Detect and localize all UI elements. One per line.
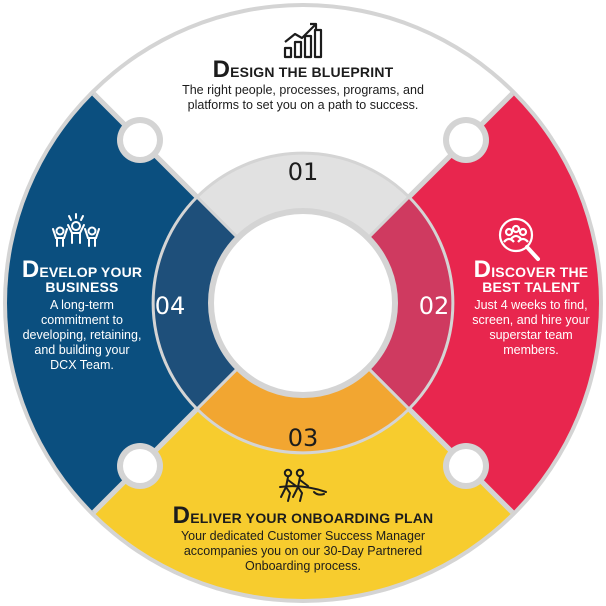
connector-knob-bottom-right: [443, 443, 489, 489]
title-rest: eliver your onboarding plan: [190, 510, 434, 526]
title-initial: D: [212, 56, 231, 83]
step-number-01: 01: [287, 158, 319, 186]
title-rest: esign the blueprint: [230, 64, 394, 80]
growth-chart-icon: [283, 22, 323, 59]
title-rest: iscover the best talent: [482, 264, 589, 295]
step-develop-business: Develop your business A long-term commit…: [20, 258, 144, 373]
step-number-02: 02: [418, 292, 450, 320]
connector-knob-bottom-left: [117, 443, 163, 489]
step-title: Design the blueprint: [163, 58, 443, 82]
step-design-blueprint: Design the blueprint The right people, p…: [163, 58, 443, 113]
step-deliver-onboarding: Deliver your onboarding plan Your dedica…: [163, 504, 443, 574]
title-rest: evelop your business: [39, 264, 143, 295]
step-discover-talent: Discover the best talent Just 4 weeks to…: [466, 258, 596, 358]
step-description: Your dedicated Customer Success Manager …: [180, 529, 426, 573]
step-description: A long-term commitment to developing, re…: [22, 298, 142, 372]
center-hole: [208, 208, 398, 398]
connector-knob-top-right: [443, 117, 489, 163]
title-initial: D: [172, 502, 191, 529]
step-number-04: 04: [154, 292, 186, 320]
step-description: Just 4 weeks to find, screen, and hire y…: [472, 298, 590, 357]
step-description: The right people, processes, programs, a…: [182, 83, 424, 112]
step-number-03: 03: [287, 424, 319, 452]
connector-knob-top-left: [117, 117, 163, 163]
team-celebration-icon: [52, 213, 100, 247]
step-title: Discover the best talent: [466, 258, 596, 295]
step-title: Deliver your onboarding plan: [163, 504, 443, 528]
tug-of-war-icon: [279, 468, 327, 502]
step-title: Develop your business: [20, 258, 144, 295]
title-initial: D: [21, 256, 40, 283]
talent-search-icon: [498, 217, 540, 261]
title-initial: D: [473, 256, 492, 283]
